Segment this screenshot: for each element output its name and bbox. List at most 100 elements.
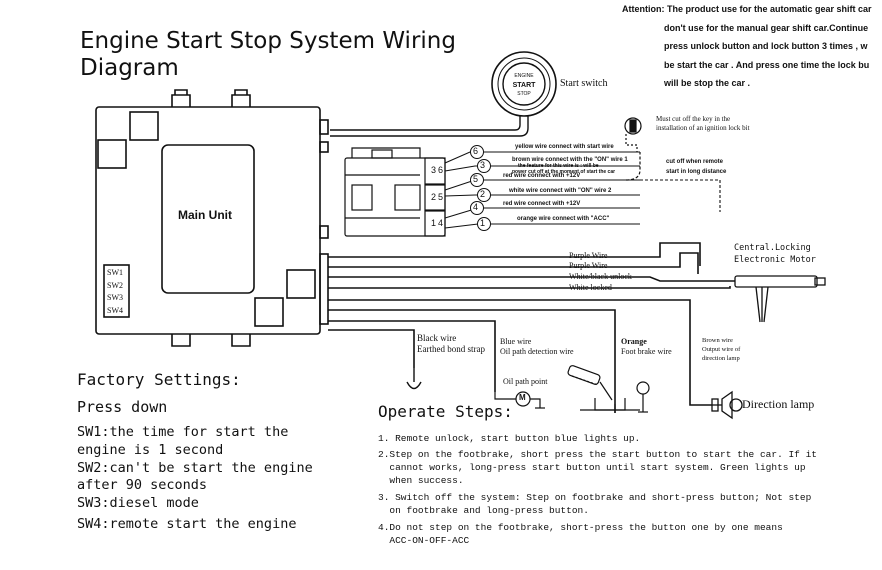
wire-number: 4	[473, 202, 479, 212]
wire-number: 3	[480, 160, 486, 170]
operate-step: ACC-ON-OFF-ACC	[378, 535, 470, 546]
orange-wire-line: Foot brake wire	[621, 347, 672, 356]
lock-wires	[328, 242, 735, 289]
brown-wire-note-line: power cut off at the moment of start the…	[512, 169, 616, 175]
attention-line: will be stop the car .	[664, 78, 751, 88]
switch-label: SW3	[107, 293, 123, 302]
wire-number: 2	[480, 189, 486, 199]
central-locking-motor	[734, 275, 826, 323]
motor-m-symbol: M	[519, 393, 526, 402]
black-wire-label: Black wire Earthed bond strap	[417, 333, 485, 355]
operate-step: on footbrake and long-press button.	[378, 505, 589, 516]
operate-step: 4.Do not step on the footbrake, short-pr…	[378, 522, 783, 533]
connector-plug	[344, 147, 446, 237]
blue-wire-label: Blue wire Oil path detection wire	[500, 337, 574, 357]
factory-line: SW2:can't be start the engine	[77, 460, 313, 476]
brown-wire-line: direction lamp	[702, 355, 740, 362]
ignition-key-symbol	[624, 117, 642, 181]
start-button-line: START	[512, 82, 536, 89]
connector-pin: 6	[438, 165, 444, 175]
brown-wire-note: the feature for this wire is : will be p…	[512, 163, 615, 175]
factory-line: SW3:diesel mode	[77, 495, 199, 511]
oil-path-point-label: Oil path point	[503, 377, 548, 386]
motor-label-line: Central.Locking	[734, 243, 811, 253]
attention-line: Attention: The product use for the autom…	[622, 4, 872, 14]
connector-pin: 2	[431, 192, 437, 202]
connector-pin: 3	[431, 165, 437, 175]
switch-label: SW2	[107, 280, 123, 290]
main-unit-box	[95, 89, 329, 347]
oil-path-motor	[494, 391, 545, 409]
operate-steps-list: 1. Remote unlock, start button blue ligh…	[378, 432, 838, 547]
operate-step: 1. Remote unlock, start button blue ligh…	[378, 433, 641, 444]
wire-number-circles	[470, 145, 491, 231]
brown-wire-note-line: the feature for this wire is : will be	[518, 163, 599, 169]
start-switch-drawing	[330, 51, 557, 137]
switch-label: SW1	[107, 268, 123, 277]
lock-wire-label: White locked	[569, 283, 612, 292]
wire-label: orange wire connect with "ACC"	[517, 216, 610, 222]
brown-wire-line: Output wire of	[702, 346, 741, 353]
switch-list: SW1 SW2 SW3 SW4	[107, 267, 123, 317]
blue-wire-line: Oil path detection wire	[500, 347, 574, 356]
wire-label: yellow wire connect with start wire	[515, 144, 614, 150]
start-button-line: STOP	[517, 91, 531, 97]
start-switch-label: Start switch	[560, 78, 608, 89]
main-unit-label: Main Unit	[178, 208, 232, 222]
factory-settings-title: Factory Settings:	[77, 370, 241, 389]
key-note-line: Must cut off the key in the	[656, 115, 731, 123]
connector-pin: 5	[438, 192, 444, 202]
operate-steps-title: Operate Steps:	[378, 402, 513, 421]
press-down-label: Press down	[77, 398, 168, 416]
switch-label: SW4	[107, 305, 123, 315]
attention-line: be start the car . And press one time th…	[664, 59, 870, 70]
foot-brake-pedal	[567, 365, 650, 413]
motor-label-line: Electronic Motor	[734, 255, 816, 265]
wire-number: 6	[473, 146, 479, 156]
wire-label: white wire connect with "ON" wire 2	[509, 188, 612, 194]
cut-note-line: cut off when remote	[666, 159, 724, 165]
wire-number: 5	[473, 174, 479, 184]
operate-step: when success.	[378, 475, 464, 486]
connector-pin: 4	[438, 218, 444, 228]
wire-label: red wire connect with +12V	[503, 173, 581, 179]
lock-wire-label: White/black unlock	[569, 272, 632, 281]
wire-label: red wire connect with +12V	[503, 201, 581, 207]
orange-wire-line: Orange	[621, 337, 647, 346]
operate-step: 3. Switch off the system: Step on footbr…	[378, 492, 812, 503]
page-title: Engine Start Stop System Wiring Diagram	[80, 28, 456, 81]
black-wire-line: Black wire	[417, 333, 457, 343]
attention-line: press unlock button and lock button 3 ti…	[664, 41, 868, 51]
attention-note: Attention: The product use for the autom…	[622, 0, 872, 93]
brown-wire-line: Brown wire	[702, 337, 733, 344]
lock-wire-label: Purple Wire	[569, 251, 608, 260]
wire-number: 1	[480, 218, 486, 228]
operate-step: 2.Step on the footbrake, short press the…	[378, 449, 817, 460]
factory-line: engine is 1 second	[77, 442, 224, 458]
motor-label: Central.Locking Electronic Motor	[734, 242, 816, 266]
black-wire-line: Earthed bond strap	[417, 344, 485, 354]
factory-line: SW4:remote start the engine	[77, 516, 297, 532]
direction-lamp-symbol	[711, 390, 743, 420]
bottom-wires	[328, 299, 712, 413]
orange-wire-label: Orange Foot brake wire	[621, 337, 672, 357]
operate-step: cannot works, long-press start button un…	[378, 462, 806, 473]
direction-lamp-label: Direction lamp	[742, 397, 815, 411]
key-note-line: installation of an ignition lock bit	[656, 124, 750, 132]
ground-symbol	[406, 368, 422, 390]
factory-line: after 90 seconds	[77, 477, 208, 493]
remote-cutoff-wire	[640, 179, 721, 212]
key-note: Must cut off the key in the installation…	[656, 115, 750, 133]
start-button-line: ENGINE	[514, 73, 534, 79]
cut-note-line: start in long distance	[666, 169, 727, 175]
attention-line: don't use for the manual gear shift car.…	[664, 22, 869, 33]
connector-pin: 1	[431, 218, 437, 228]
lock-wire-label: Purple Wire	[569, 261, 608, 270]
wire-label: brown wire connect with the "ON" wire 1	[512, 157, 628, 163]
factory-line: SW1:the time for start the	[77, 424, 289, 440]
blue-wire-line: Blue wire	[500, 337, 532, 346]
cut-note: cut off when remote start in long distan…	[666, 157, 726, 177]
brown-wire-label: Brown wire Output wire of direction lamp	[702, 336, 740, 363]
start-button-text: ENGINE START STOP	[504, 72, 544, 99]
